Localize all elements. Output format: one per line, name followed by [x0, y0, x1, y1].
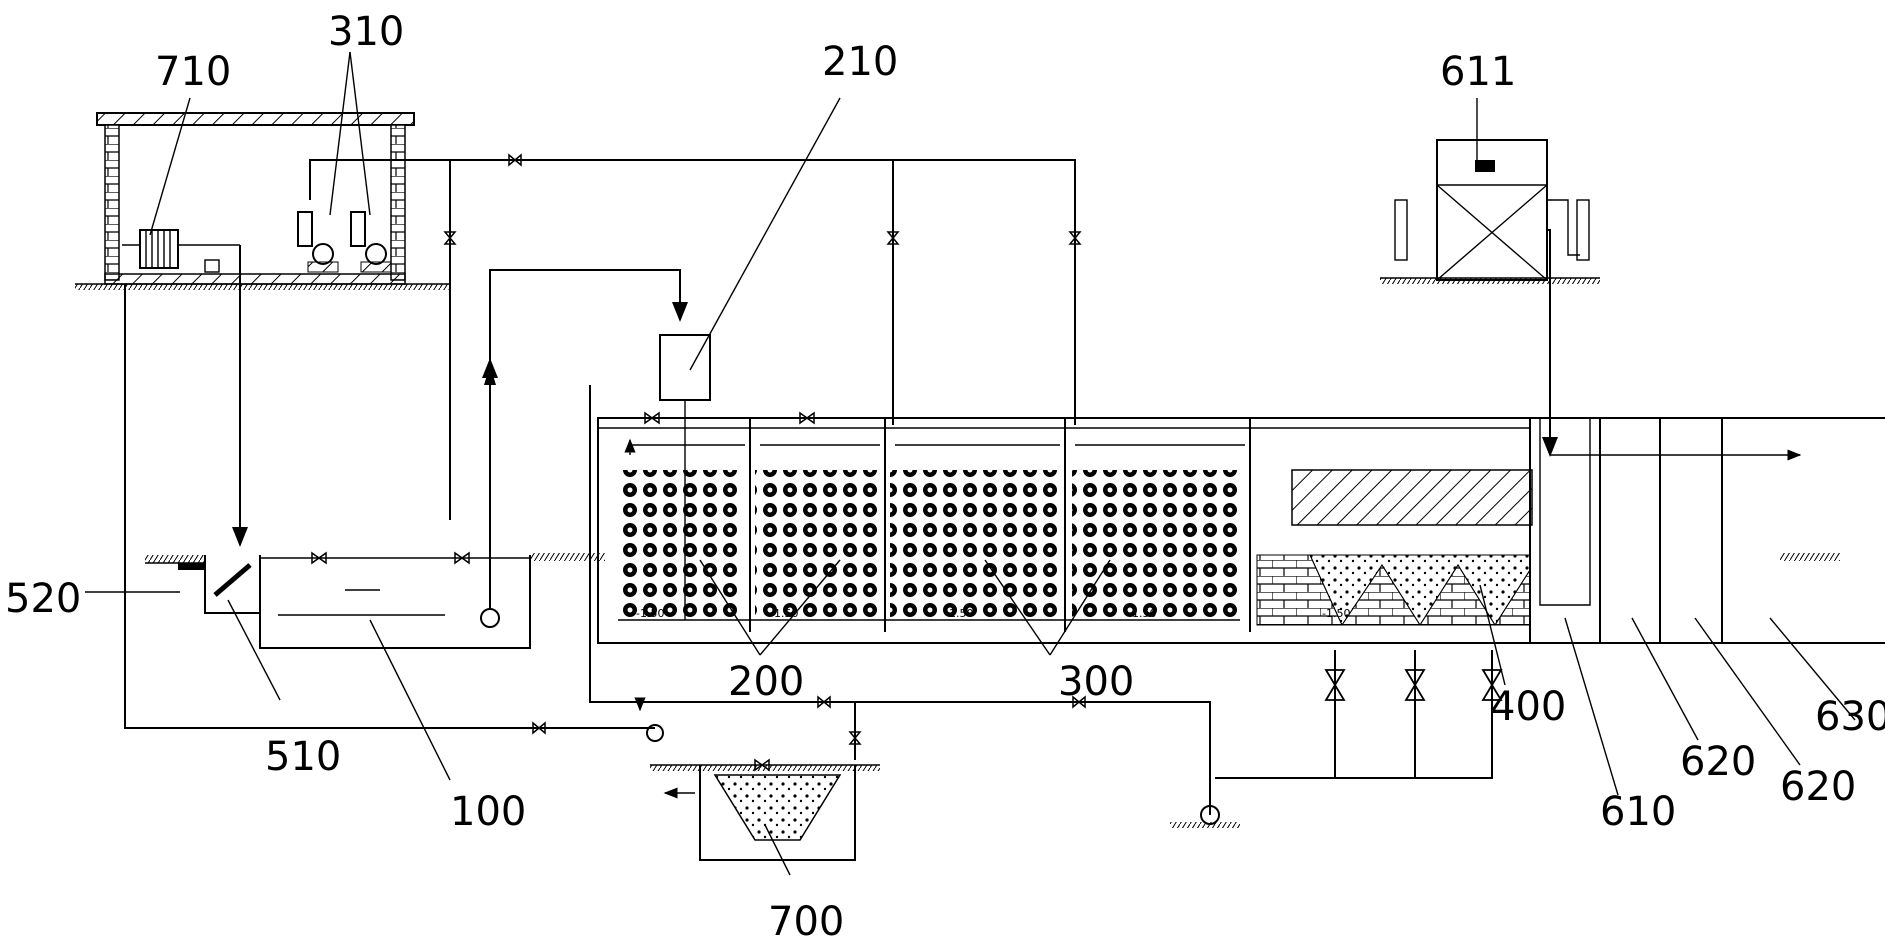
- label-200: 200: [728, 659, 804, 705]
- label-300: 300: [1058, 659, 1134, 705]
- sludge-thickener-700: [650, 758, 880, 861]
- elevation-mark: -1.50: [945, 607, 973, 620]
- label-710: 710: [155, 49, 231, 95]
- reference-labels: 710 310 210 611 520 510 100 200 300 400 …: [5, 9, 1885, 943]
- label-630: 630: [1815, 694, 1885, 740]
- sedimentation-tank-400: [1256, 469, 1533, 627]
- blower-house: [75, 112, 450, 290]
- dosing-unit-611: [1380, 139, 1600, 457]
- label-100: 100: [450, 789, 526, 835]
- elevation-marks: -1.50 -1.50 -1.50 -1.50 -1.50: [636, 607, 1350, 620]
- disinfection-channels: [1529, 418, 1840, 643]
- label-310: 310: [328, 9, 404, 55]
- screen-chamber-510: [145, 555, 261, 614]
- label-510: 510: [265, 734, 341, 780]
- label-610: 610: [1600, 789, 1676, 835]
- label-400: 400: [1490, 684, 1566, 730]
- elevation-mark: -1.50: [770, 607, 798, 620]
- sludge-pipe-network: [124, 245, 1503, 828]
- label-620-second: 620: [1780, 764, 1856, 810]
- leader-lines: [85, 51, 1856, 876]
- elevation-mark: -1.50: [636, 607, 664, 620]
- label-210: 210: [822, 39, 898, 85]
- label-620-first: 620: [1680, 739, 1756, 785]
- label-700: 700: [768, 899, 844, 943]
- equalization-tank-100: [259, 360, 605, 649]
- contact-oxidation-tanks: [597, 334, 1885, 644]
- elevation-mark: -1.50: [1322, 607, 1350, 620]
- air-pipe-network: [309, 153, 1082, 520]
- elevation-mark: -1.50: [1128, 607, 1156, 620]
- power-cabinet-710: [122, 229, 240, 273]
- label-520: 520: [5, 576, 81, 622]
- label-611: 611: [1440, 49, 1516, 95]
- blowers-310: [297, 211, 392, 273]
